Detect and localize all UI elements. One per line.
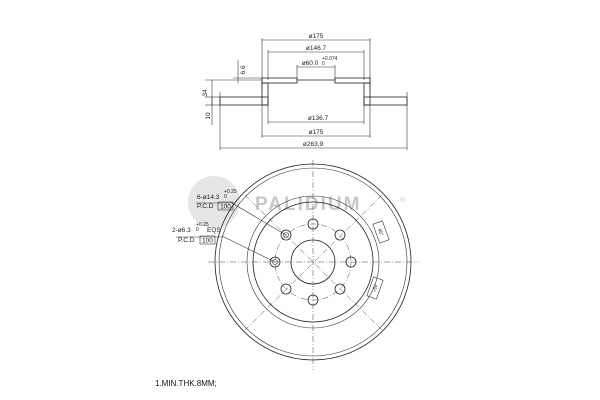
braking-band-inner — [246, 195, 380, 329]
stud-hole — [334, 229, 346, 241]
braking-surface-right — [363, 96, 408, 106]
min-thickness-note: 1.MIN.THK.8MM; — [155, 379, 217, 388]
logo-registered-mark: ® — [400, 196, 406, 204]
holes-pcd-label: P.C.D — [197, 203, 214, 210]
bolts-pcd-label: P.C.D — [178, 237, 195, 244]
dim-146-7: ø146.7 — [306, 45, 327, 52]
angle-marker-2: 45° — [366, 276, 384, 300]
dim-60-tolerance-base: 0 — [322, 61, 325, 67]
dim-263-9: ø263.9 — [303, 141, 324, 148]
stud-hole — [334, 283, 346, 295]
pcd-circle — [274, 223, 352, 301]
cross-section-view: ø175 ø146.7 ø60.0 +0.074 0 6.6 34 10 ø13… — [202, 33, 408, 150]
bolts-pcd-box — [199, 235, 216, 245]
positioning-hole — [283, 232, 289, 238]
holes-pcd-box — [217, 201, 234, 211]
stud-hole — [269, 256, 281, 268]
bolts-eqs: EQS — [207, 227, 221, 234]
hat-outer — [252, 201, 374, 323]
stud-hole — [345, 256, 357, 268]
dim-34: 34 — [202, 89, 209, 97]
holes-label: 6-ø14.3 — [197, 194, 220, 201]
dim-60: ø60.0 — [302, 60, 319, 67]
dim-6-6: 6.6 — [240, 65, 247, 74]
bolts-pcd-value: 100 — [202, 238, 213, 245]
bolt-callout: 2-ø6.3 +0.25 0 EQS P.C.D 100 — [172, 222, 221, 245]
hat-wall-left — [261, 82, 269, 106]
dim-60-tolerance: +0.074 — [322, 56, 338, 62]
disc-outer-edge — [214, 163, 412, 361]
bolts-label: 2-ø6.3 — [172, 227, 191, 234]
bolts-tolerance: +0.25 — [196, 222, 209, 228]
dim-10: 10 — [205, 112, 212, 120]
dim-136-7: ø136.7 — [308, 115, 329, 122]
holes-tolerance-base: 0 — [224, 194, 227, 200]
holes-tolerance: +0.25 — [224, 189, 237, 195]
holes-pcd-value: 100 — [220, 204, 231, 211]
angle-marker-1: 45° — [372, 220, 390, 244]
hole-callout: 6-ø14.3 +0.25 0 P.C.D 100 — [197, 189, 237, 211]
stud-hole — [307, 294, 319, 306]
angle-label-2: 45° — [370, 283, 378, 292]
stud-hole — [307, 218, 319, 230]
braking-surface-left — [219, 96, 269, 106]
bolts-tolerance-base: 0 — [196, 227, 199, 233]
hat-wall-right — [363, 82, 371, 106]
plan-view: 45° 45° — [176, 160, 418, 370]
angle-label-1: 45° — [376, 228, 384, 237]
dim-175-bottom: ø175 — [309, 129, 324, 136]
hat-face-left — [261, 77, 298, 84]
dim-175-top: ø175 — [309, 33, 324, 40]
center-bore — [290, 239, 336, 285]
stud-hole — [280, 229, 292, 241]
hat-face-right — [334, 77, 371, 84]
disc-outer-inner-edge — [218, 167, 408, 357]
stud-hole — [280, 283, 292, 295]
positioning-hole — [272, 259, 278, 265]
